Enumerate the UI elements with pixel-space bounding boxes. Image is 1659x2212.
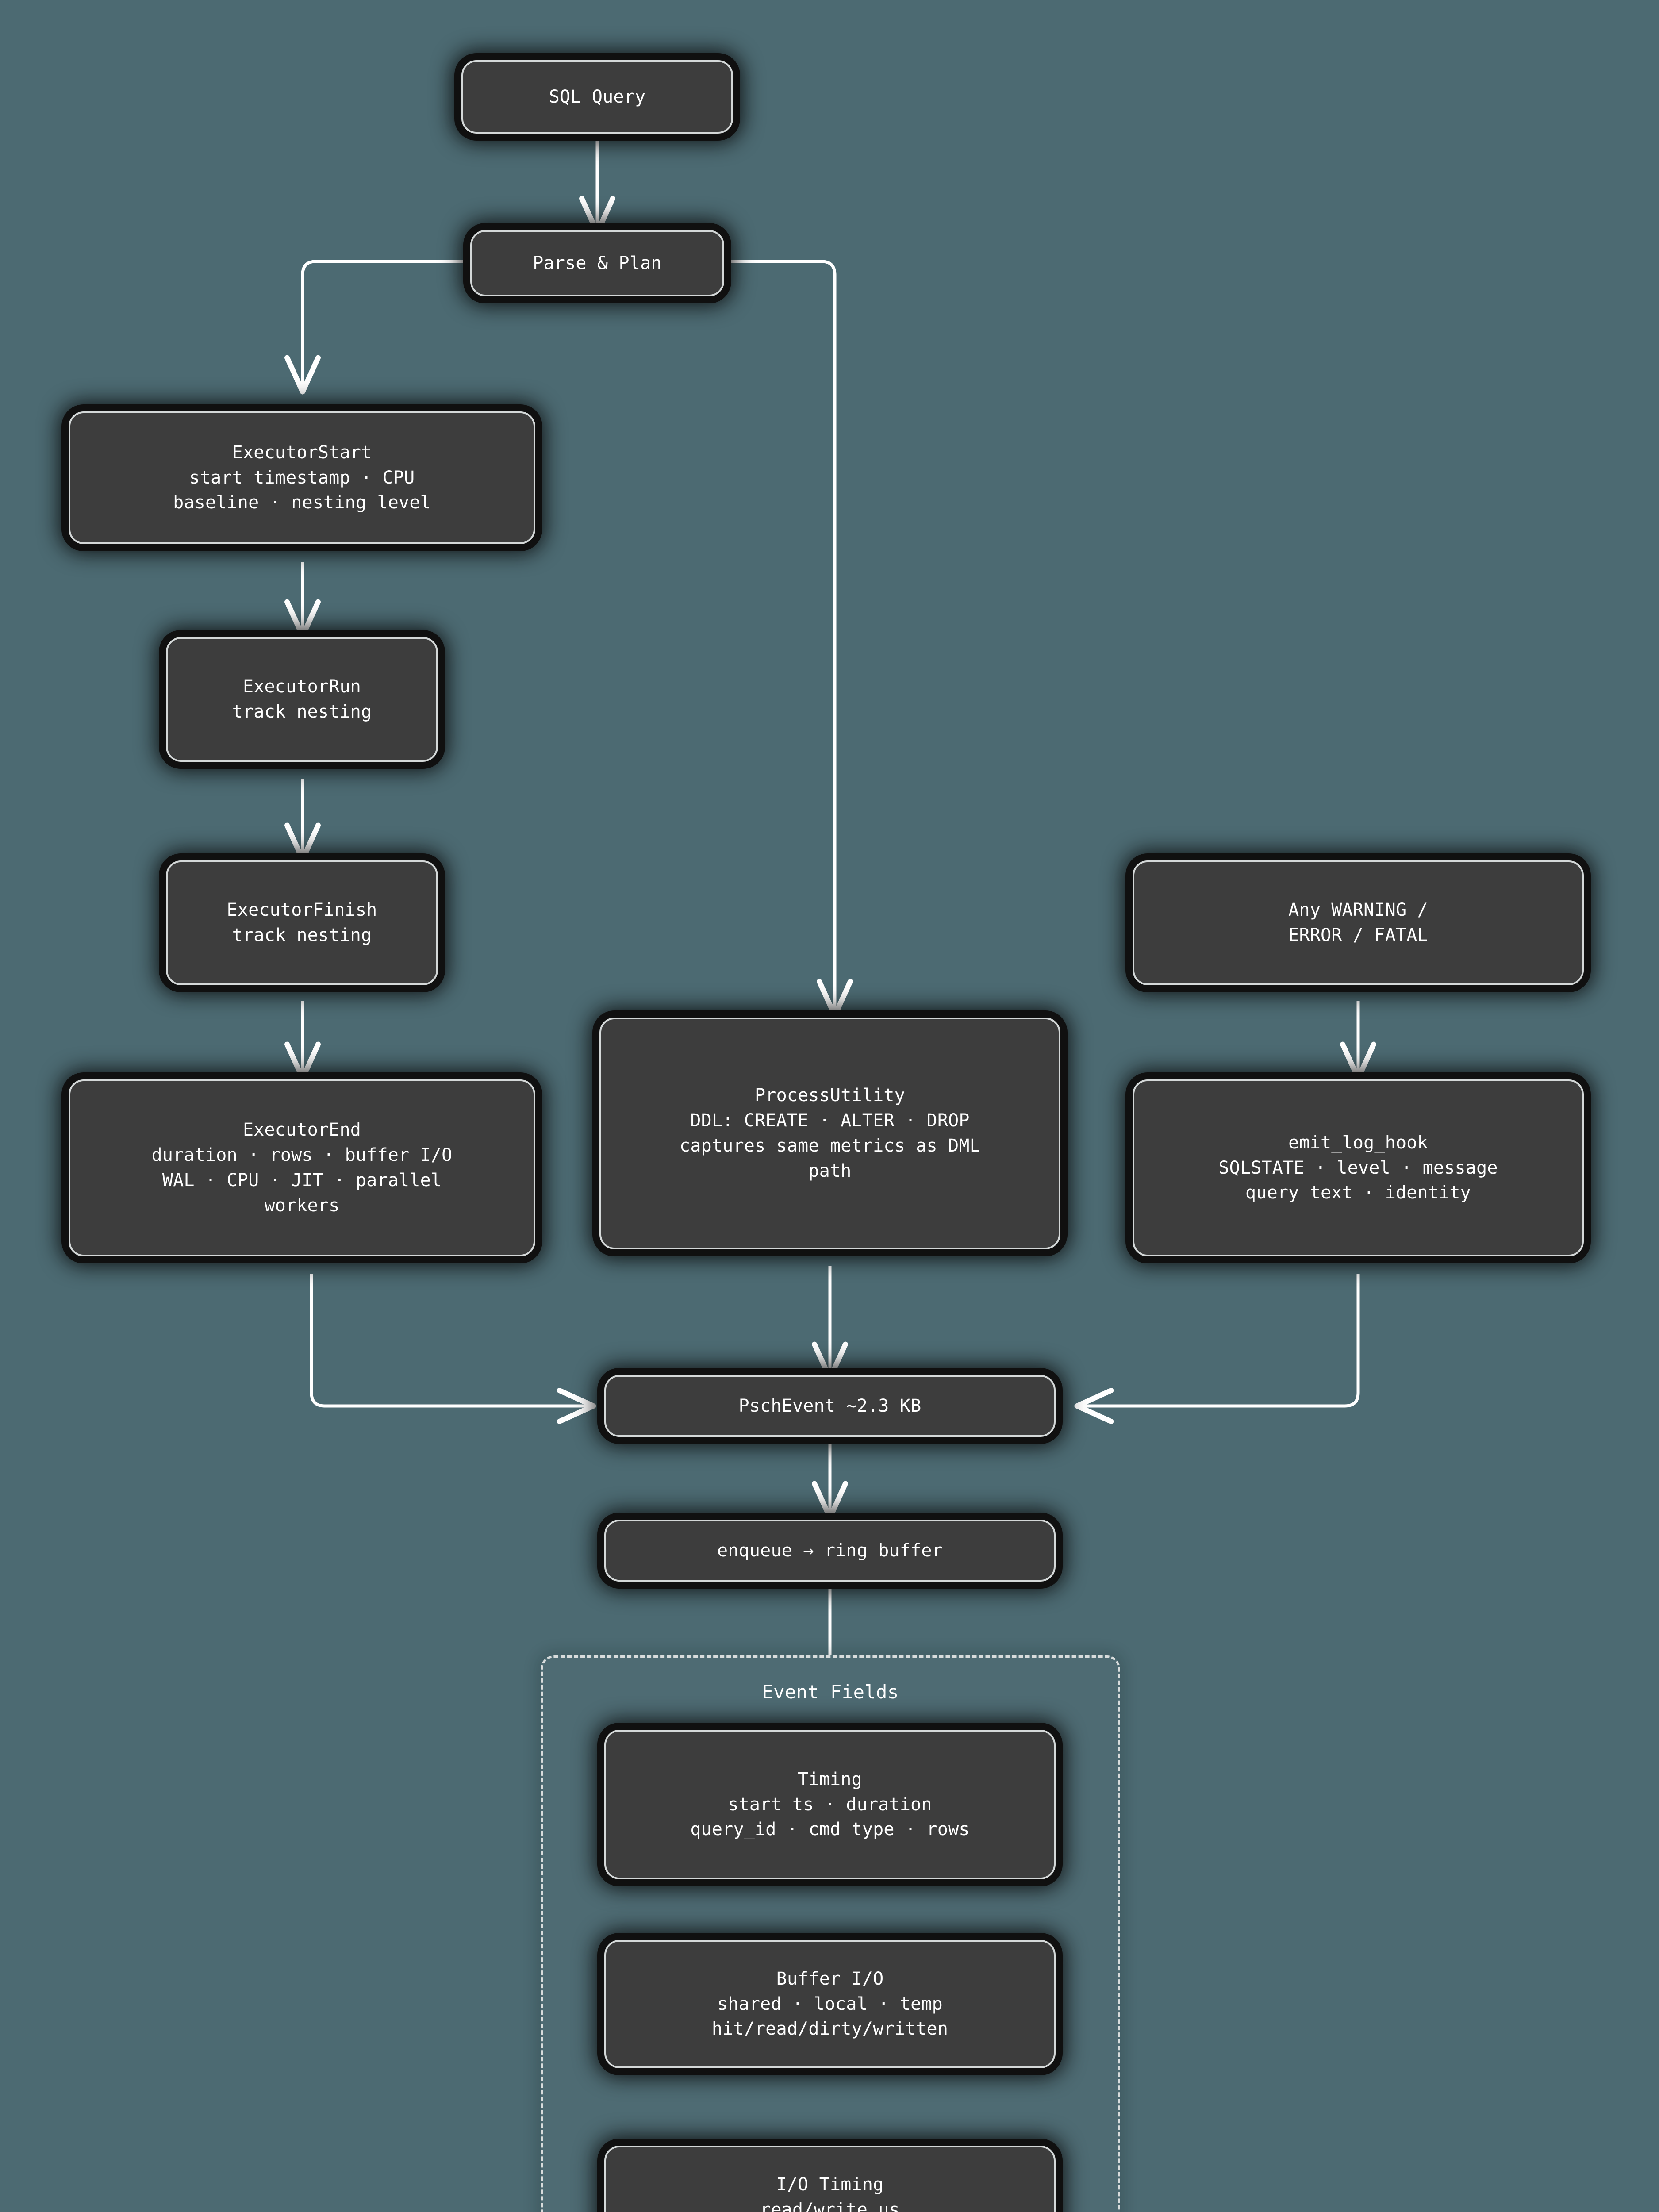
node-executor-end[interactable]: ExecutorEnd duration · rows · buffer I/O… (69, 1079, 535, 1256)
node-executor-finish[interactable]: ExecutorFinish track nesting (166, 860, 438, 985)
node-field-buffer-io[interactable]: Buffer I/O shared · local · temp hit/rea… (604, 1940, 1056, 2068)
node-field-io-timing-label: I/O Timing read/write µs shared · local … (760, 2174, 900, 2212)
node-executor-start-label: ExecutorStart start timestamp · CPU base… (173, 442, 431, 513)
node-field-buffer-io-label: Buffer I/O shared · local · temp hit/rea… (711, 1968, 949, 2039)
node-executor-start[interactable]: ExecutorStart start timestamp · CPU base… (69, 411, 535, 544)
node-enqueue-ring-buffer-label: enqueue → ring buffer (717, 1540, 943, 1561)
node-process-utility[interactable]: ProcessUtility DDL: CREATE · ALTER · DRO… (599, 1018, 1060, 1249)
edge-parseplan-to-executorstart (284, 260, 470, 395)
node-executor-finish-label: ExecutorFinish track nesting (227, 900, 377, 945)
event-fields-title: Event Fields (762, 1681, 899, 1703)
node-enqueue-ring-buffer[interactable]: enqueue → ring buffer (604, 1520, 1056, 1582)
node-any-warning-label: Any WARNING / ERROR / FATAL (1288, 900, 1428, 945)
node-parse-plan-label: Parse & Plan (533, 253, 662, 273)
node-parse-plan[interactable]: Parse & Plan (470, 230, 724, 296)
edge-parseplan-to-processutility (724, 260, 853, 1018)
node-field-timing-label: Timing start ts · duration query_id · cm… (690, 1769, 970, 1840)
node-field-timing[interactable]: Timing start ts · duration query_id · cm… (604, 1730, 1056, 1879)
node-psch-event-label: PschEvent ~2.3 KB (738, 1395, 922, 1416)
edge-executorend-to-pschevent (310, 1274, 596, 1424)
node-any-warning[interactable]: Any WARNING / ERROR / FATAL (1133, 860, 1584, 985)
node-sql-query[interactable]: SQL Query (461, 60, 733, 134)
node-executor-run[interactable]: ExecutorRun track nesting (166, 637, 438, 762)
node-psch-event[interactable]: PschEvent ~2.3 KB (604, 1375, 1056, 1437)
node-emit-log-hook-label: emit_log_hook SQLSTATE · level · message… (1218, 1132, 1498, 1203)
event-fields-subgraph (541, 1655, 1120, 2212)
node-process-utility-label: ProcessUtility DDL: CREATE · ALTER · DRO… (680, 1085, 980, 1181)
node-sql-query-label: SQL Query (549, 86, 646, 107)
node-executor-run-label: ExecutorRun track nesting (232, 676, 372, 722)
node-field-io-timing[interactable]: I/O Timing read/write µs shared · local … (604, 2146, 1056, 2212)
edge-emitloghook-to-pschevent (1074, 1274, 1360, 1424)
node-executor-end-label: ExecutorEnd duration · rows · buffer I/O… (151, 1120, 453, 1216)
node-emit-log-hook[interactable]: emit_log_hook SQLSTATE · level · message… (1133, 1079, 1584, 1256)
